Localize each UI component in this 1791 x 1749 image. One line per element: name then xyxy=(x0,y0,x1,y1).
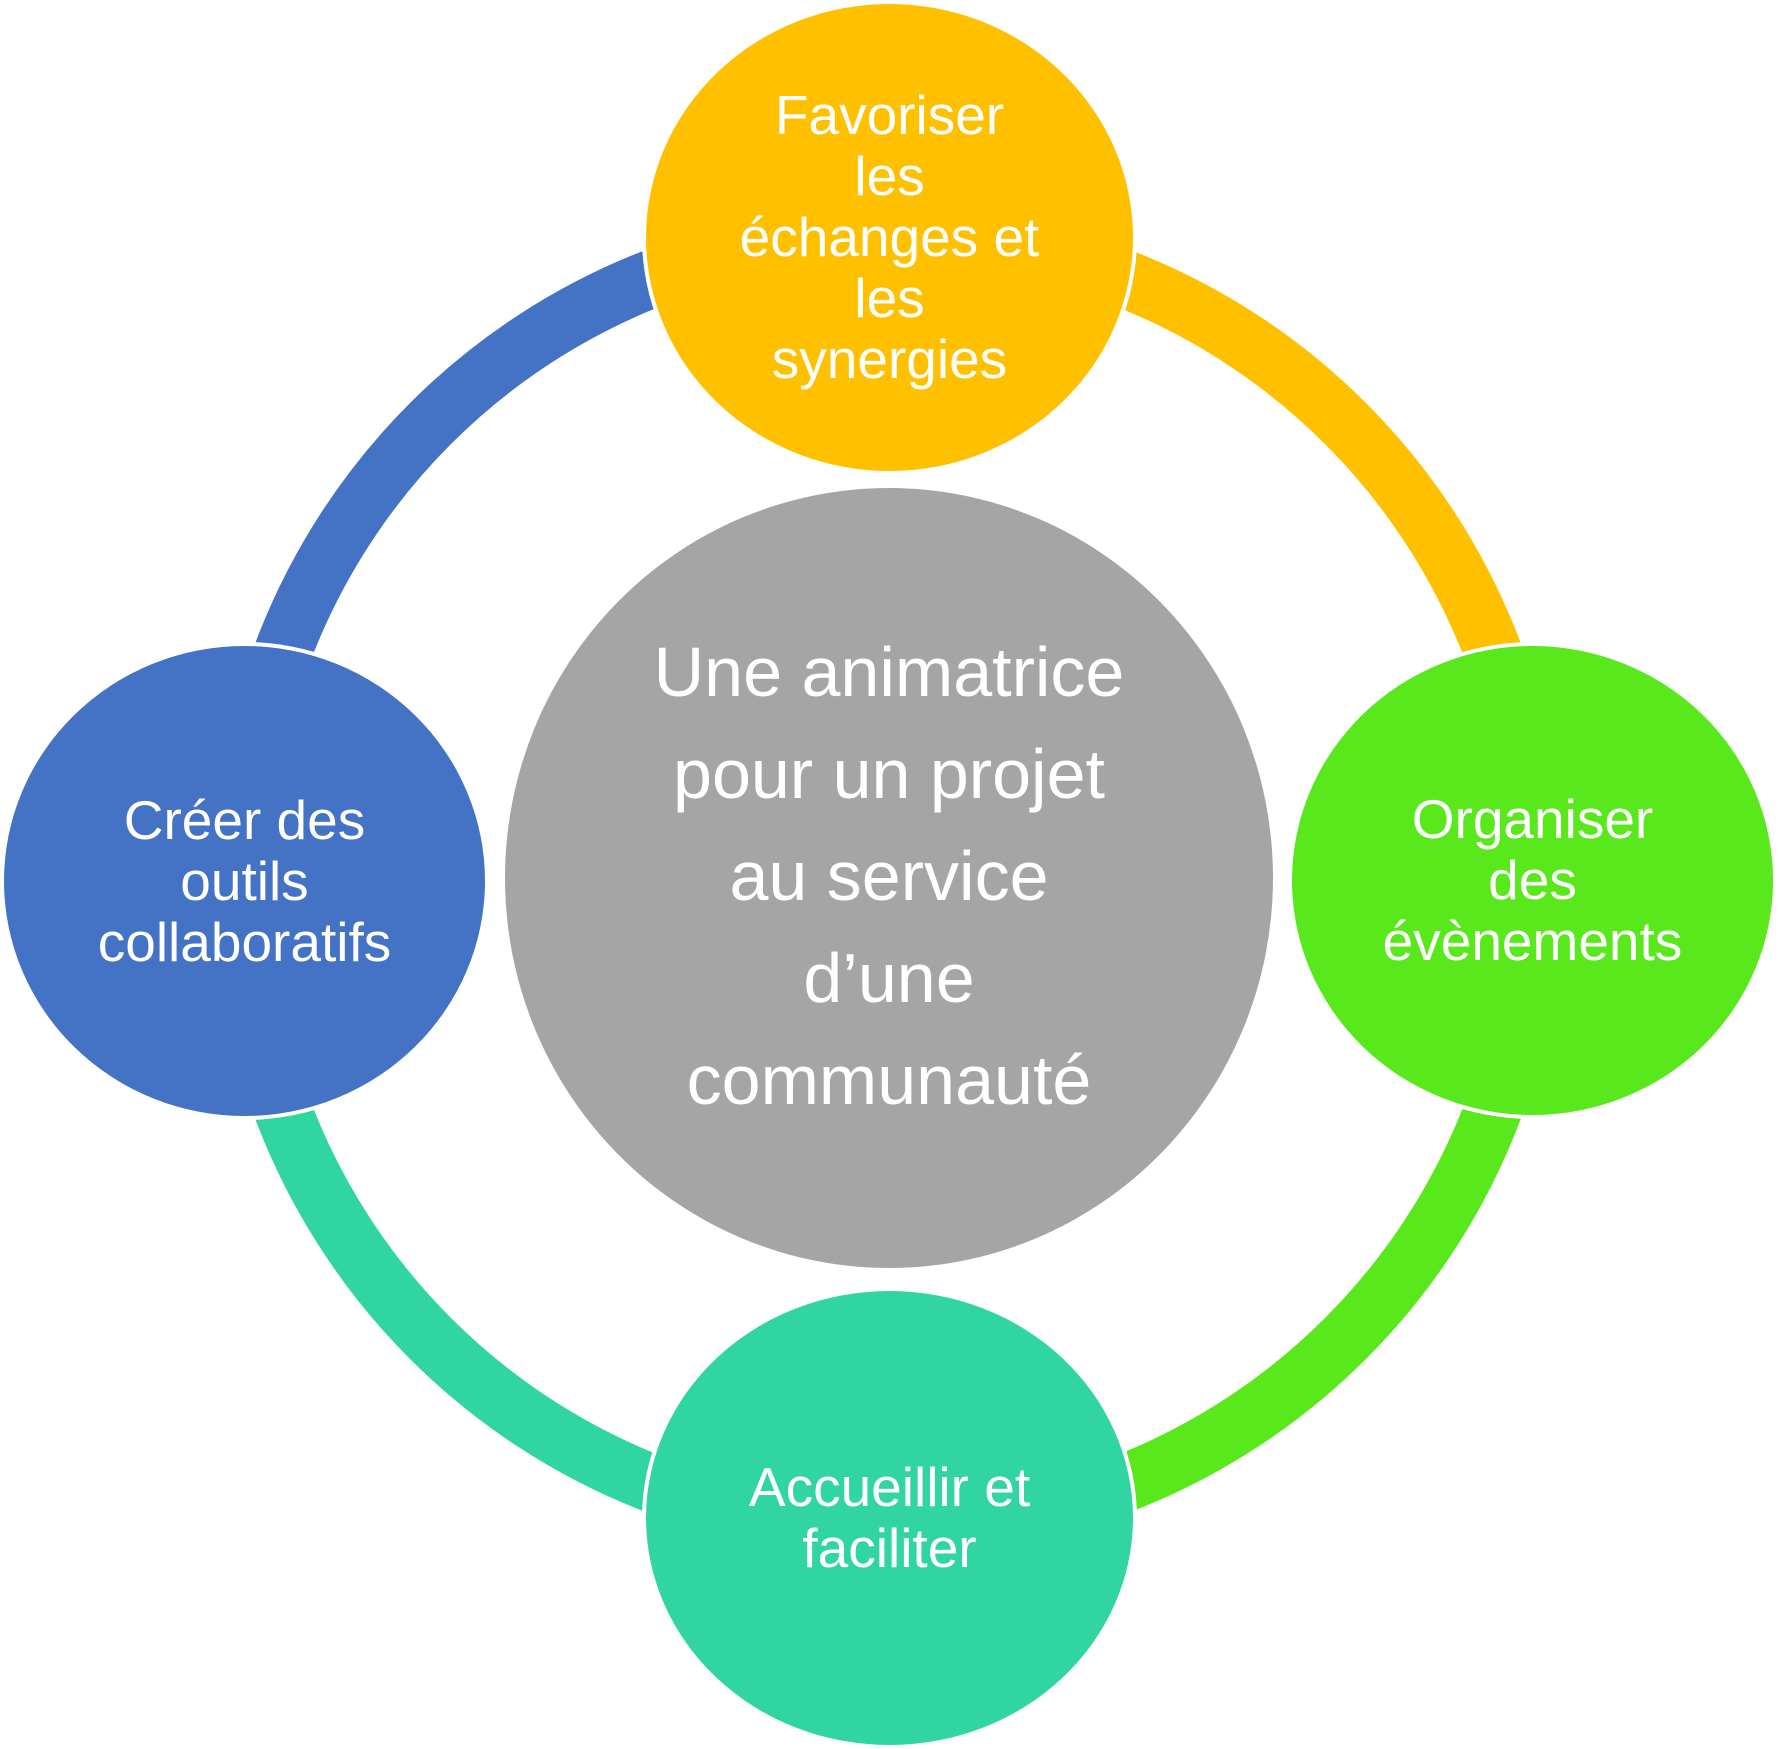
node-top-label: Favoriser les échanges et les synergies xyxy=(739,84,1040,390)
node-bottom-label: Accueillir et faciliter xyxy=(748,1456,1031,1579)
node-favoriser-echanges: Favoriser les échanges et les synergies xyxy=(642,0,1137,475)
node-organiser-evenements: Organiser des évènements xyxy=(1288,642,1777,1119)
node-left-label: Créer des outils collaboratifs xyxy=(97,788,392,973)
node-right-label: Organiser des évènements xyxy=(1382,788,1683,972)
node-creer-outils: Créer des outils collaboratifs xyxy=(0,642,489,1120)
center-circle: Une animatrice pour un projet au service… xyxy=(505,488,1273,1268)
node-accueillir-faciliter: Accueillir et faciliter xyxy=(642,1287,1137,1749)
center-label: Une animatrice pour un projet au service… xyxy=(653,632,1125,1119)
